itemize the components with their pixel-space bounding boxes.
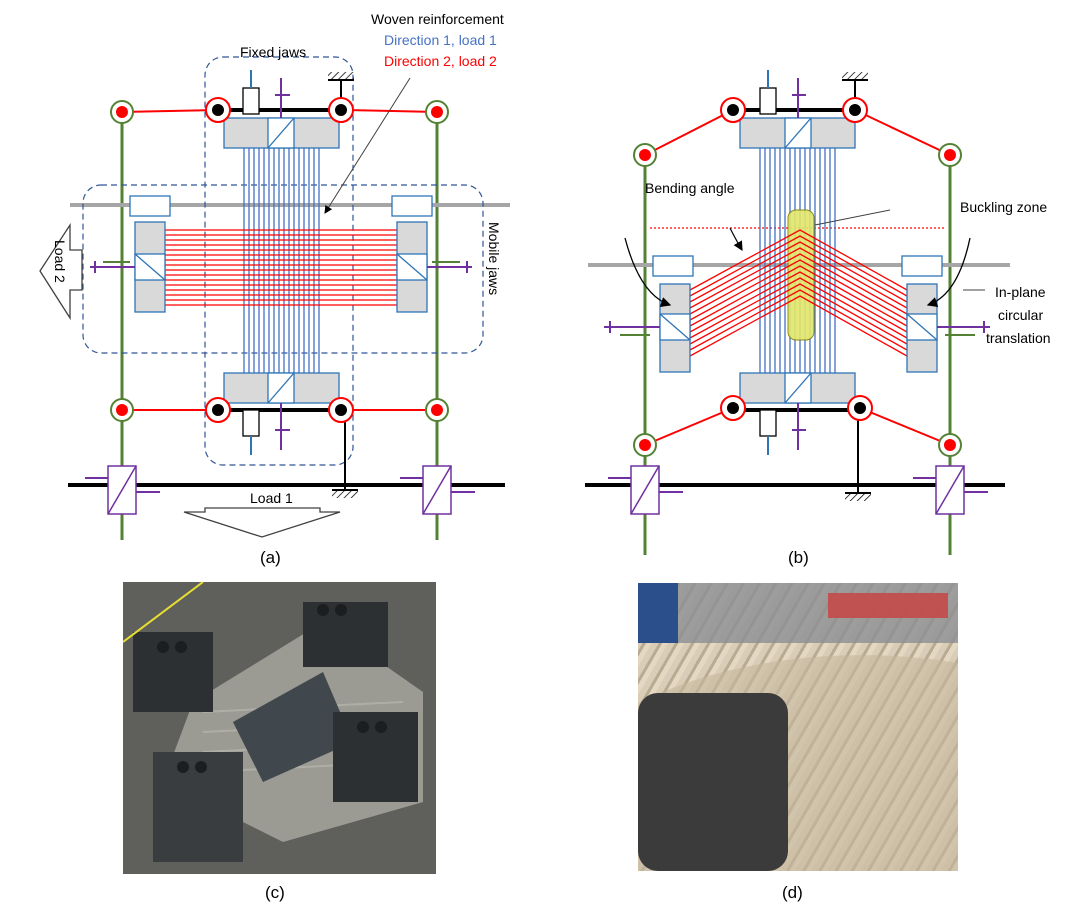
pivots-a: [110, 97, 449, 423]
label-load2: Load 2: [52, 240, 68, 283]
buckling-zone: [787, 209, 815, 341]
label-direction1: Direction 1, load 1: [384, 32, 497, 48]
panel-b: Bending angle Buckling zone In-plane cir…: [265, 70, 1051, 902]
load2-arrow: [39, 222, 83, 321]
label-fixed-jaws: Fixed jaws: [240, 44, 306, 60]
label-bending-angle: Bending angle: [645, 180, 735, 196]
label-direction2: Direction 2, load 2: [384, 53, 497, 69]
top-jaw-b: [733, 70, 868, 149]
direction2-yarns-a: [165, 229, 397, 306]
label-buckling-zone: Buckling zone: [960, 199, 1047, 215]
right-jaw-b: [901, 255, 990, 373]
caption-b: (b): [788, 548, 809, 567]
bottom-sliders-b: [608, 465, 988, 515]
top-jaw-a: [218, 70, 354, 149]
linkage-a: [121, 109, 438, 411]
label-woven-reinforcement: Woven reinforcement: [371, 11, 504, 27]
label-inplane-1: In-plane: [995, 284, 1046, 300]
rotation-arrow-right: [926, 237, 971, 308]
photo-test-rig: [123, 582, 436, 874]
label-mobile-jaws: Mobile jaws: [486, 222, 502, 295]
left-jaw-a: [90, 195, 171, 313]
caption-d: (d): [782, 883, 803, 902]
left-jaw-b: [604, 255, 694, 373]
bottom-jaw-a: [218, 372, 358, 498]
caption-a: (a): [260, 548, 281, 567]
label-inplane-3: translation: [986, 330, 1051, 346]
panel-a: Woven reinforcement Direction 1, load 1 …: [39, 11, 510, 567]
fixed-jaws-box: [204, 56, 354, 466]
label-inplane-2: circular: [998, 307, 1043, 323]
load1-arrow: [183, 507, 341, 538]
linkage-b: [644, 109, 951, 446]
caption-c: (c): [265, 883, 285, 902]
rotation-arrow-left: [624, 237, 672, 308]
bottom-sliders-a: [85, 465, 475, 515]
pivots-b: [633, 97, 962, 457]
photo-buckled-fabric: [638, 583, 958, 871]
direction2-yarns-b: [689, 229, 908, 357]
direction1-yarns-a: [243, 148, 320, 375]
bottom-jaw-b: [733, 372, 871, 501]
label-load1: Load 1: [250, 490, 293, 506]
mobile-jaws-box: [82, 184, 484, 354]
right-jaw-a: [391, 195, 472, 313]
